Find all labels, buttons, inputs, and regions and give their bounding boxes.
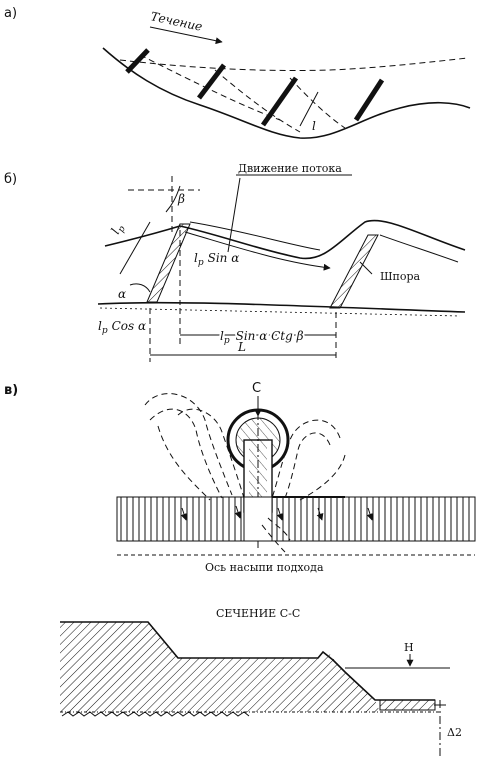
spur-a3 bbox=[260, 76, 299, 127]
flow-line-b-inner bbox=[184, 231, 331, 271]
scour-depth-label: Δ2 bbox=[447, 726, 462, 739]
section-cc: СЕЧЕНИЕ С-С Н Δ2 bbox=[60, 607, 462, 758]
flow-line-b-right bbox=[379, 234, 459, 263]
water-level-label: Н bbox=[404, 641, 414, 654]
flow-line-b-outer bbox=[104, 219, 466, 260]
beta-arc bbox=[165, 185, 181, 213]
flow-line-a2 bbox=[214, 69, 301, 133]
flow-arrow bbox=[149, 26, 223, 45]
lp-dimension-line bbox=[119, 221, 151, 275]
flow-line-upper bbox=[119, 57, 469, 71]
flow-label: Течение bbox=[149, 9, 203, 34]
dimension-l-label: l bbox=[312, 119, 316, 133]
scour-base-1 bbox=[267, 517, 291, 541]
flow-mark-1 bbox=[180, 507, 188, 521]
spur-leader bbox=[359, 261, 373, 275]
flow-line-b-mid bbox=[189, 221, 321, 251]
panel-a: а) Течение l bbox=[4, 6, 471, 139]
spur-b2 bbox=[329, 234, 379, 309]
toe-protection bbox=[379, 699, 436, 711]
section-profile-line bbox=[60, 621, 435, 701]
spur-a4 bbox=[353, 78, 385, 122]
spur-label: Шпора bbox=[380, 270, 421, 283]
panel-a-label: а) bbox=[4, 6, 17, 21]
flow-mark-3 bbox=[276, 507, 284, 521]
flow-mark-5 bbox=[366, 507, 374, 521]
panel-v: в) С Ось насыпи подхода bbox=[4, 381, 476, 574]
scour-lobe-right-inner bbox=[284, 432, 331, 499]
beta-symbol: β bbox=[177, 192, 185, 206]
embankment-fence bbox=[116, 496, 476, 542]
flow-motion-label: Движение потока bbox=[238, 162, 342, 175]
section-title: СЕЧЕНИЕ С-С bbox=[216, 607, 300, 620]
spur-a2 bbox=[197, 63, 226, 100]
total-l-label: L bbox=[237, 340, 246, 354]
embankment-gap bbox=[243, 496, 273, 542]
scour-lobe-left-base bbox=[157, 425, 211, 501]
scour-base-2 bbox=[261, 524, 286, 553]
spur-a1 bbox=[125, 48, 150, 74]
alpha-arc bbox=[129, 283, 151, 293]
dimension-l-line bbox=[299, 91, 319, 127]
panel-v-label: в) bbox=[4, 383, 18, 398]
alpha-symbol: α bbox=[118, 287, 126, 301]
spur-b1 bbox=[146, 223, 191, 303]
bank-ground-line bbox=[97, 301, 466, 313]
scour-lobe-left2 bbox=[177, 408, 245, 499]
ground-texture bbox=[61, 711, 250, 717]
bank-ground-texture bbox=[99, 307, 461, 317]
panel-b-label: б) bbox=[4, 172, 17, 187]
flow-mark-2 bbox=[234, 505, 242, 519]
flow-line-a1 bbox=[139, 54, 281, 121]
section-marker-c: С bbox=[252, 381, 261, 396]
section-body-hatch bbox=[60, 622, 380, 712]
scour-lobe-left-outer bbox=[144, 393, 233, 496]
flow-mark-4 bbox=[316, 507, 324, 521]
flow-line-a3 bbox=[289, 77, 346, 129]
scour-lobe-left-inner bbox=[149, 408, 223, 499]
scour-lobe-right-base bbox=[299, 454, 346, 501]
lp-slanted-label: lp bbox=[108, 221, 128, 238]
approach-axis-caption: Ось насыпи подхода bbox=[205, 561, 324, 574]
river-bank-line bbox=[102, 47, 471, 139]
